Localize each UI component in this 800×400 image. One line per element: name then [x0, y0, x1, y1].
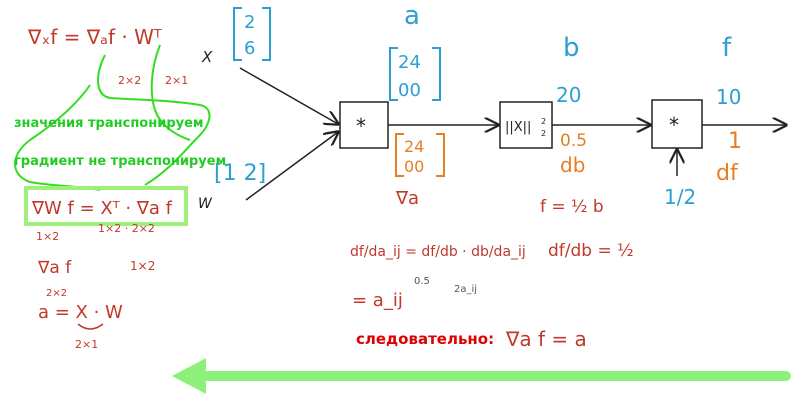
green-curve-gradient	[14, 84, 101, 191]
top-formula: ∇ₓf = ∇ₐf · Wᵀ	[27, 25, 162, 49]
chain-result: = a_ij	[352, 290, 403, 311]
chain-2aij: 2a_ij	[454, 284, 477, 295]
norm-sub: 2	[541, 129, 546, 138]
a-eq: a = X · W	[38, 302, 123, 323]
top-dim-1: 2×2	[118, 74, 141, 87]
chain-half: 0.5	[414, 276, 430, 287]
values-transposed-label: значения транспонируем	[14, 116, 204, 131]
x-label: X	[201, 48, 213, 66]
f-eq: f = ½ b	[540, 197, 604, 217]
x-bracket-right	[262, 7, 271, 61]
grad-w-formula: ∇W f = Xᵀ · ∇a f	[31, 198, 173, 219]
grad-a-bracket-left	[395, 133, 404, 177]
b-label: b	[563, 33, 580, 63]
green-curve-values	[97, 54, 211, 186]
gradient-not-transposed-label: градиент не транспонируем	[14, 154, 227, 169]
norm-sup: 2	[541, 117, 546, 126]
w-values: [1 2]	[214, 161, 266, 186]
a-value-1: 00	[398, 80, 421, 101]
df-value: 1	[728, 129, 742, 154]
backward-arrow-head	[172, 358, 206, 394]
mult1-node	[339, 101, 389, 149]
grad-a-label: ∇a	[395, 188, 419, 209]
grad-w-dim-1: 1×2	[36, 230, 59, 243]
x-value-1: 6	[244, 38, 255, 59]
grad-a-f: ∇a f	[37, 258, 72, 278]
green-curve-values-2	[150, 44, 191, 141]
f-value: 10	[716, 85, 741, 109]
grad-w-dim-3: 1×2	[130, 259, 155, 273]
a-dim: 2×1	[75, 338, 98, 351]
f-label: f	[722, 33, 732, 63]
grad-a-value-1: 00	[404, 157, 424, 176]
top-dim-2: 2×1	[165, 74, 188, 87]
a-label: a	[404, 1, 420, 31]
df-label: df	[716, 161, 739, 186]
b-value: 20	[556, 83, 581, 107]
edge-w-mult1	[245, 132, 338, 201]
mult2-symbol: *	[669, 113, 679, 137]
mult1-symbol: *	[356, 114, 366, 138]
a-bracket-left	[389, 47, 398, 101]
grad-a-value-0: 24	[404, 137, 424, 156]
grad-w-box	[24, 186, 188, 226]
df-db: df/db = ½	[548, 241, 634, 261]
a-eq-brace	[77, 323, 104, 330]
norm-symbol: ||X||	[505, 120, 531, 135]
edge-x-mult1	[239, 67, 338, 124]
a-value-0: 24	[398, 52, 421, 73]
x-value-0: 2	[244, 12, 255, 33]
db-label: db	[560, 153, 585, 177]
conclusion-label: следовательно:	[356, 330, 495, 348]
x-bracket-left	[233, 7, 242, 61]
norm-node	[499, 101, 553, 149]
conclusion-formula: ∇a f = a	[505, 327, 587, 351]
w-label: W	[198, 196, 213, 212]
grad-a-dim: 2×2	[46, 288, 67, 299]
grad-a-bracket-right	[436, 133, 445, 177]
mult2-node	[651, 99, 703, 149]
mult2-input: 1/2	[664, 185, 696, 209]
a-bracket-right	[432, 47, 441, 101]
chain-rule: df/da_ij = df/db · db/da_ij	[350, 244, 526, 260]
db-value: 0.5	[560, 131, 587, 151]
grad-w-dim-2: 1×2 · 2×2	[98, 222, 155, 235]
